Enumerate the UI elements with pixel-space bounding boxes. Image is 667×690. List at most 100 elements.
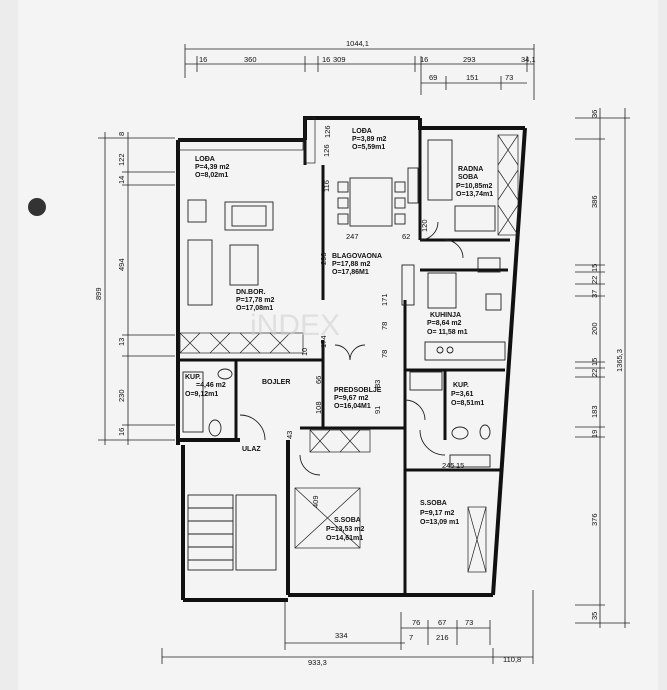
dim-top-1: 16: [199, 55, 207, 64]
inner-dim-62: 62: [402, 232, 410, 241]
dim-right-11: 376: [590, 513, 599, 526]
dim-right-1: 36: [590, 110, 599, 118]
inner-dim-171: 171: [380, 293, 389, 306]
dim-left-5: 13: [117, 338, 126, 346]
s-soba-left-name: S.SOBA: [334, 517, 361, 524]
dn-bor-name: DN.BOR.: [236, 289, 266, 296]
dim-bottom-4: 73: [465, 618, 473, 627]
dim-right-10: 19: [590, 430, 599, 438]
dim-top-10: 73: [505, 73, 513, 82]
predsoblje-perim: O=16,04M1: [334, 403, 371, 410]
inner-dim-247: 247: [346, 232, 359, 241]
dim-bottom-total: 933,3: [308, 658, 327, 667]
loda-top-name: LOĐA: [352, 128, 372, 135]
dim-bottom-2: 76: [412, 618, 420, 627]
dim-right-total: 1365,3: [615, 349, 624, 372]
kuhinja-name: KUHINJA: [430, 312, 461, 319]
radna-soba-name: RADNA: [458, 166, 483, 173]
punch-hole: [28, 198, 46, 216]
dim-top-6: 293: [463, 55, 476, 64]
inner-dim-108: 108: [314, 401, 323, 414]
inner-dim-66: 66: [314, 376, 323, 384]
kup-left-name: KUP.: [185, 374, 201, 381]
predsoblje-area: P=9,67 m2: [334, 395, 369, 402]
dim-left-7: 16: [117, 428, 126, 436]
watermark: iNDEX: [250, 309, 340, 342]
dim-right-2: 386: [590, 195, 599, 208]
loda-top-perim: O=5,59m1: [352, 144, 385, 151]
top-dimension-lines: [184, 44, 535, 100]
inner-dim-409: 409: [311, 495, 320, 508]
dim-left-6: 230: [117, 389, 126, 402]
inner-dim-245: 245: [442, 461, 455, 470]
dim-right-4: 22: [590, 276, 599, 284]
right-dimension-lines: [575, 108, 630, 628]
ulaz-label: ULAZ: [242, 446, 261, 453]
dim-right-12: 35: [590, 612, 599, 620]
bottom-dimension-lines: [161, 590, 534, 664]
door-swings: [239, 221, 464, 476]
dim-bottom-5: 7: [409, 633, 413, 642]
dn-bor-perim: O=17,08m1: [236, 305, 273, 312]
dim-left-total: 899: [94, 287, 103, 300]
inner-dim-43: 43: [285, 431, 294, 439]
inner-dim-10: 10: [300, 348, 309, 356]
kuhinja-perim: O= 11,58 m1: [427, 329, 468, 336]
dim-right-3: 15: [590, 264, 599, 272]
inner-dim-120: 120: [420, 219, 429, 232]
kup-right-area: P=3,61: [451, 391, 473, 398]
entrance-stairs: [187, 494, 277, 571]
dim-top-total: 1044,1: [346, 39, 369, 48]
dim-top-7: 34,1: [521, 55, 536, 64]
dim-top-4: 309: [333, 55, 346, 64]
dim-bottom-6: 216: [436, 633, 449, 642]
inner-dim-83: 83: [373, 380, 382, 388]
dim-left-3: 14: [117, 176, 126, 184]
dn-bor-area: P=17,78 m2: [236, 297, 274, 304]
kup-left-area: =4,46 m2: [196, 382, 226, 389]
dim-top-8: 69: [429, 73, 437, 82]
kuhinja-area: P=8,64 m2: [427, 320, 462, 327]
dim-left-2: 122: [117, 153, 126, 166]
s-soba-right-perim: O=13,09 m1: [420, 519, 459, 526]
furniture: [182, 139, 506, 468]
predsoblje-name: PREDSOBLJE: [334, 387, 382, 394]
dim-right-9: 183: [590, 405, 599, 418]
s-soba-right-area: P=9,17 m2: [420, 510, 455, 517]
inner-dim-174: 174: [319, 335, 328, 348]
dim-right-7: 15: [590, 358, 599, 366]
radna-soba-perim: O=13,74m1: [456, 191, 493, 198]
loda-left-area: P=4,39 m2: [195, 164, 230, 171]
inner-dim-15: 15: [456, 461, 464, 470]
s-soba-left-area: P=13,53 m2: [326, 526, 364, 533]
inner-dim-116: 116: [322, 180, 331, 192]
radna-soba-area: P=10,85m2: [456, 183, 492, 190]
dim-top-9: 151: [466, 73, 479, 82]
dim-top-5: 16: [420, 55, 428, 64]
loda-left-perim: O=8,02m1: [195, 172, 228, 179]
inner-dim-91: 91: [373, 406, 382, 414]
inner-dim-78b: 78: [380, 350, 389, 358]
left-dimension-lines: [98, 132, 175, 445]
dim-left-1: 8: [117, 132, 126, 136]
dim-left-4: 494: [117, 258, 126, 271]
inner-dim-78a: 78: [380, 322, 389, 330]
kup-right-name: KUP.: [453, 382, 469, 389]
interior-walls: [178, 128, 510, 595]
inner-dim-126: 126: [322, 144, 331, 157]
dim-right-8: 22: [590, 369, 599, 377]
window-hatching: [177, 117, 519, 573]
bojler-label: BOJLER: [262, 379, 290, 386]
inner-dim-8: 126: [323, 125, 332, 138]
dim-bottom-1: 334: [335, 631, 348, 640]
s-soba-left-perim: O=14,61m1: [326, 535, 363, 542]
dim-right-6: 200: [590, 322, 599, 335]
s-soba-right-name: S.SOBA: [420, 500, 447, 507]
dim-top-2: 360: [244, 55, 257, 64]
dim-right-5: 37: [590, 290, 599, 298]
inner-dim-293: 293: [319, 252, 328, 265]
dim-top-3: 16: [322, 55, 330, 64]
blagovaona-area: P=17,88 m2: [332, 261, 370, 268]
